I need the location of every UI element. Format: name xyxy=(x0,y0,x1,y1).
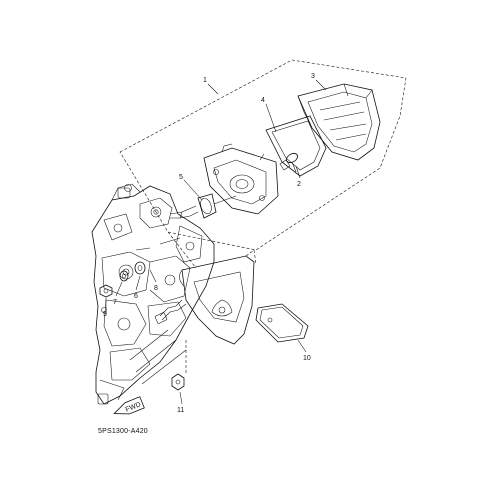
part-6-grommet xyxy=(134,261,146,275)
leader-lines xyxy=(105,79,327,405)
callout-6: 6 xyxy=(134,293,138,300)
callout-5: 5 xyxy=(179,174,183,181)
part-2-bulb xyxy=(279,153,298,173)
callout-2: 2 xyxy=(297,181,301,188)
callout-11: 11 xyxy=(177,407,184,414)
fwd-label: FWD xyxy=(125,401,142,413)
drawing-code: 5PS1300-A420 xyxy=(98,428,148,435)
assembly-boundary xyxy=(119,59,407,269)
part-3-lens xyxy=(297,83,381,161)
part-9-nut xyxy=(99,284,113,298)
wire-harness xyxy=(154,299,187,324)
callout-9: 9 xyxy=(103,311,107,318)
part-1-housing xyxy=(203,143,279,215)
rear-fender-bracket xyxy=(179,249,257,345)
part-7-collar xyxy=(119,270,129,282)
callouts: 1 2 3 4 5 6 7 8 9 10 11 xyxy=(103,73,315,414)
callout-4: 4 xyxy=(261,97,265,104)
callout-8: 8 xyxy=(154,285,158,292)
engine-casting xyxy=(91,183,215,405)
callout-7: 7 xyxy=(113,299,117,306)
part-11-bolt xyxy=(171,373,185,391)
part-10-reflector xyxy=(255,303,309,343)
callout-1: 1 xyxy=(203,77,207,84)
front-direction-badge: FWD xyxy=(113,396,145,415)
part-5-socket xyxy=(169,193,237,219)
part-4-gasket xyxy=(265,115,327,177)
callout-10: 10 xyxy=(303,355,311,362)
callout-3: 3 xyxy=(311,73,315,80)
